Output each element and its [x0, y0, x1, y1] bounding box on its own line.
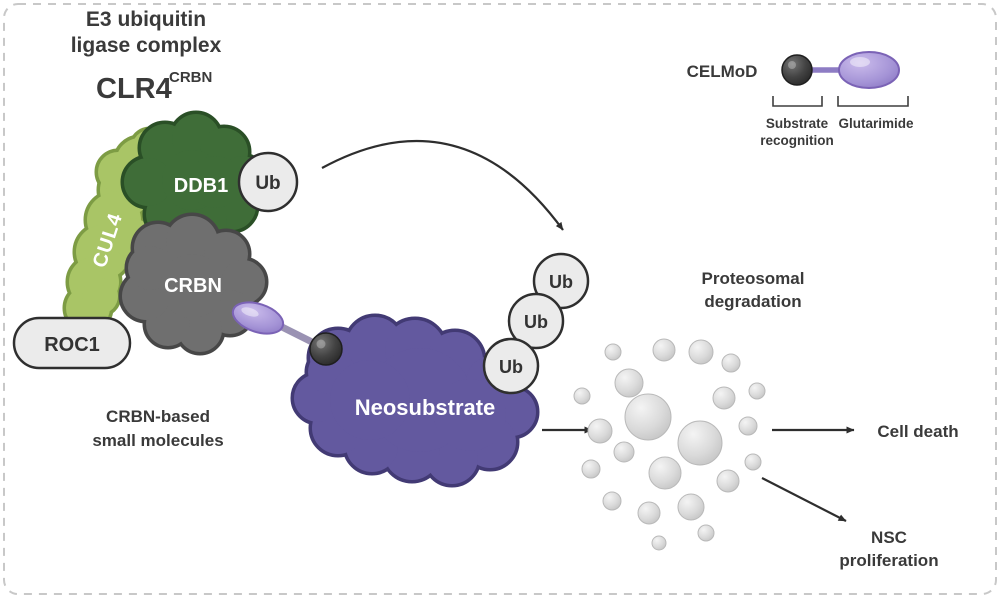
small-molecules-caption-line2: small molecules: [92, 431, 223, 450]
figure-border: [3, 3, 997, 595]
celmod-sphere: [781, 54, 813, 86]
small-molecule-oval-highlight: [241, 307, 259, 317]
degradation-label-line2: degradation: [704, 292, 801, 311]
roc1-pill: ROC1: [12, 316, 132, 370]
celmod-label: CELMoD: [687, 62, 758, 81]
celmod-legend: CELMoD Substrate recognition Glutarimide: [687, 51, 914, 148]
celmod-oval-highlight: [850, 57, 870, 67]
glutarimide-bracket: [837, 96, 909, 107]
neosubstrate-label: Neosubstrate: [355, 395, 496, 420]
degradation-label-line1: Proteosomal: [702, 269, 805, 288]
nsc-label-line2: proliferation: [839, 551, 938, 570]
glutarimide-sphere: [309, 332, 343, 366]
ub-chain: Ub Ub Ub: [482, 252, 590, 395]
small-molecule-oval: [231, 301, 285, 335]
ubiquitin-transfer-arrow: [321, 140, 564, 231]
roc1-label: ROC1: [44, 334, 100, 356]
degradation-spheres: [573, 338, 766, 551]
complex-superscript: CRBN: [169, 69, 212, 86]
cul4-blob: CUL4: [66, 130, 168, 330]
ub-chain-label-1: Ub: [549, 272, 573, 292]
ub-top: Ub: [237, 151, 299, 213]
neosubstrate-blob: Neosubstrate: [294, 317, 536, 484]
complex-name: CLR4: [96, 73, 172, 105]
cell-death-label: Cell death: [877, 422, 958, 441]
celmod-oval: [838, 51, 900, 89]
crbn-blob: CRBN: [122, 216, 265, 352]
ub-chain-label-3: Ub: [499, 357, 523, 377]
celmod-sphere-highlight: [788, 61, 796, 69]
crbn-label: CRBN: [164, 275, 222, 297]
arrow-to-nsc: [761, 477, 847, 522]
substrate-label-line2: recognition: [760, 133, 834, 148]
ub-top-label: Ub: [255, 173, 280, 194]
ddb1-blob: DDB1: [124, 114, 264, 246]
small-molecules-caption-line1: CRBN-based: [106, 407, 210, 426]
ub-chain-label-2: Ub: [524, 312, 548, 332]
ddb1-label: DDB1: [174, 175, 228, 197]
e3-title-line1: E3 ubiquitin: [86, 8, 206, 31]
substrate-bracket: [772, 96, 823, 107]
e3-title-line2: ligase complex: [71, 34, 222, 57]
glutarimide-label: Glutarimide: [838, 116, 914, 131]
nsc-label-line1: NSC: [871, 528, 907, 547]
substrate-label-line1: Substrate: [766, 116, 829, 131]
